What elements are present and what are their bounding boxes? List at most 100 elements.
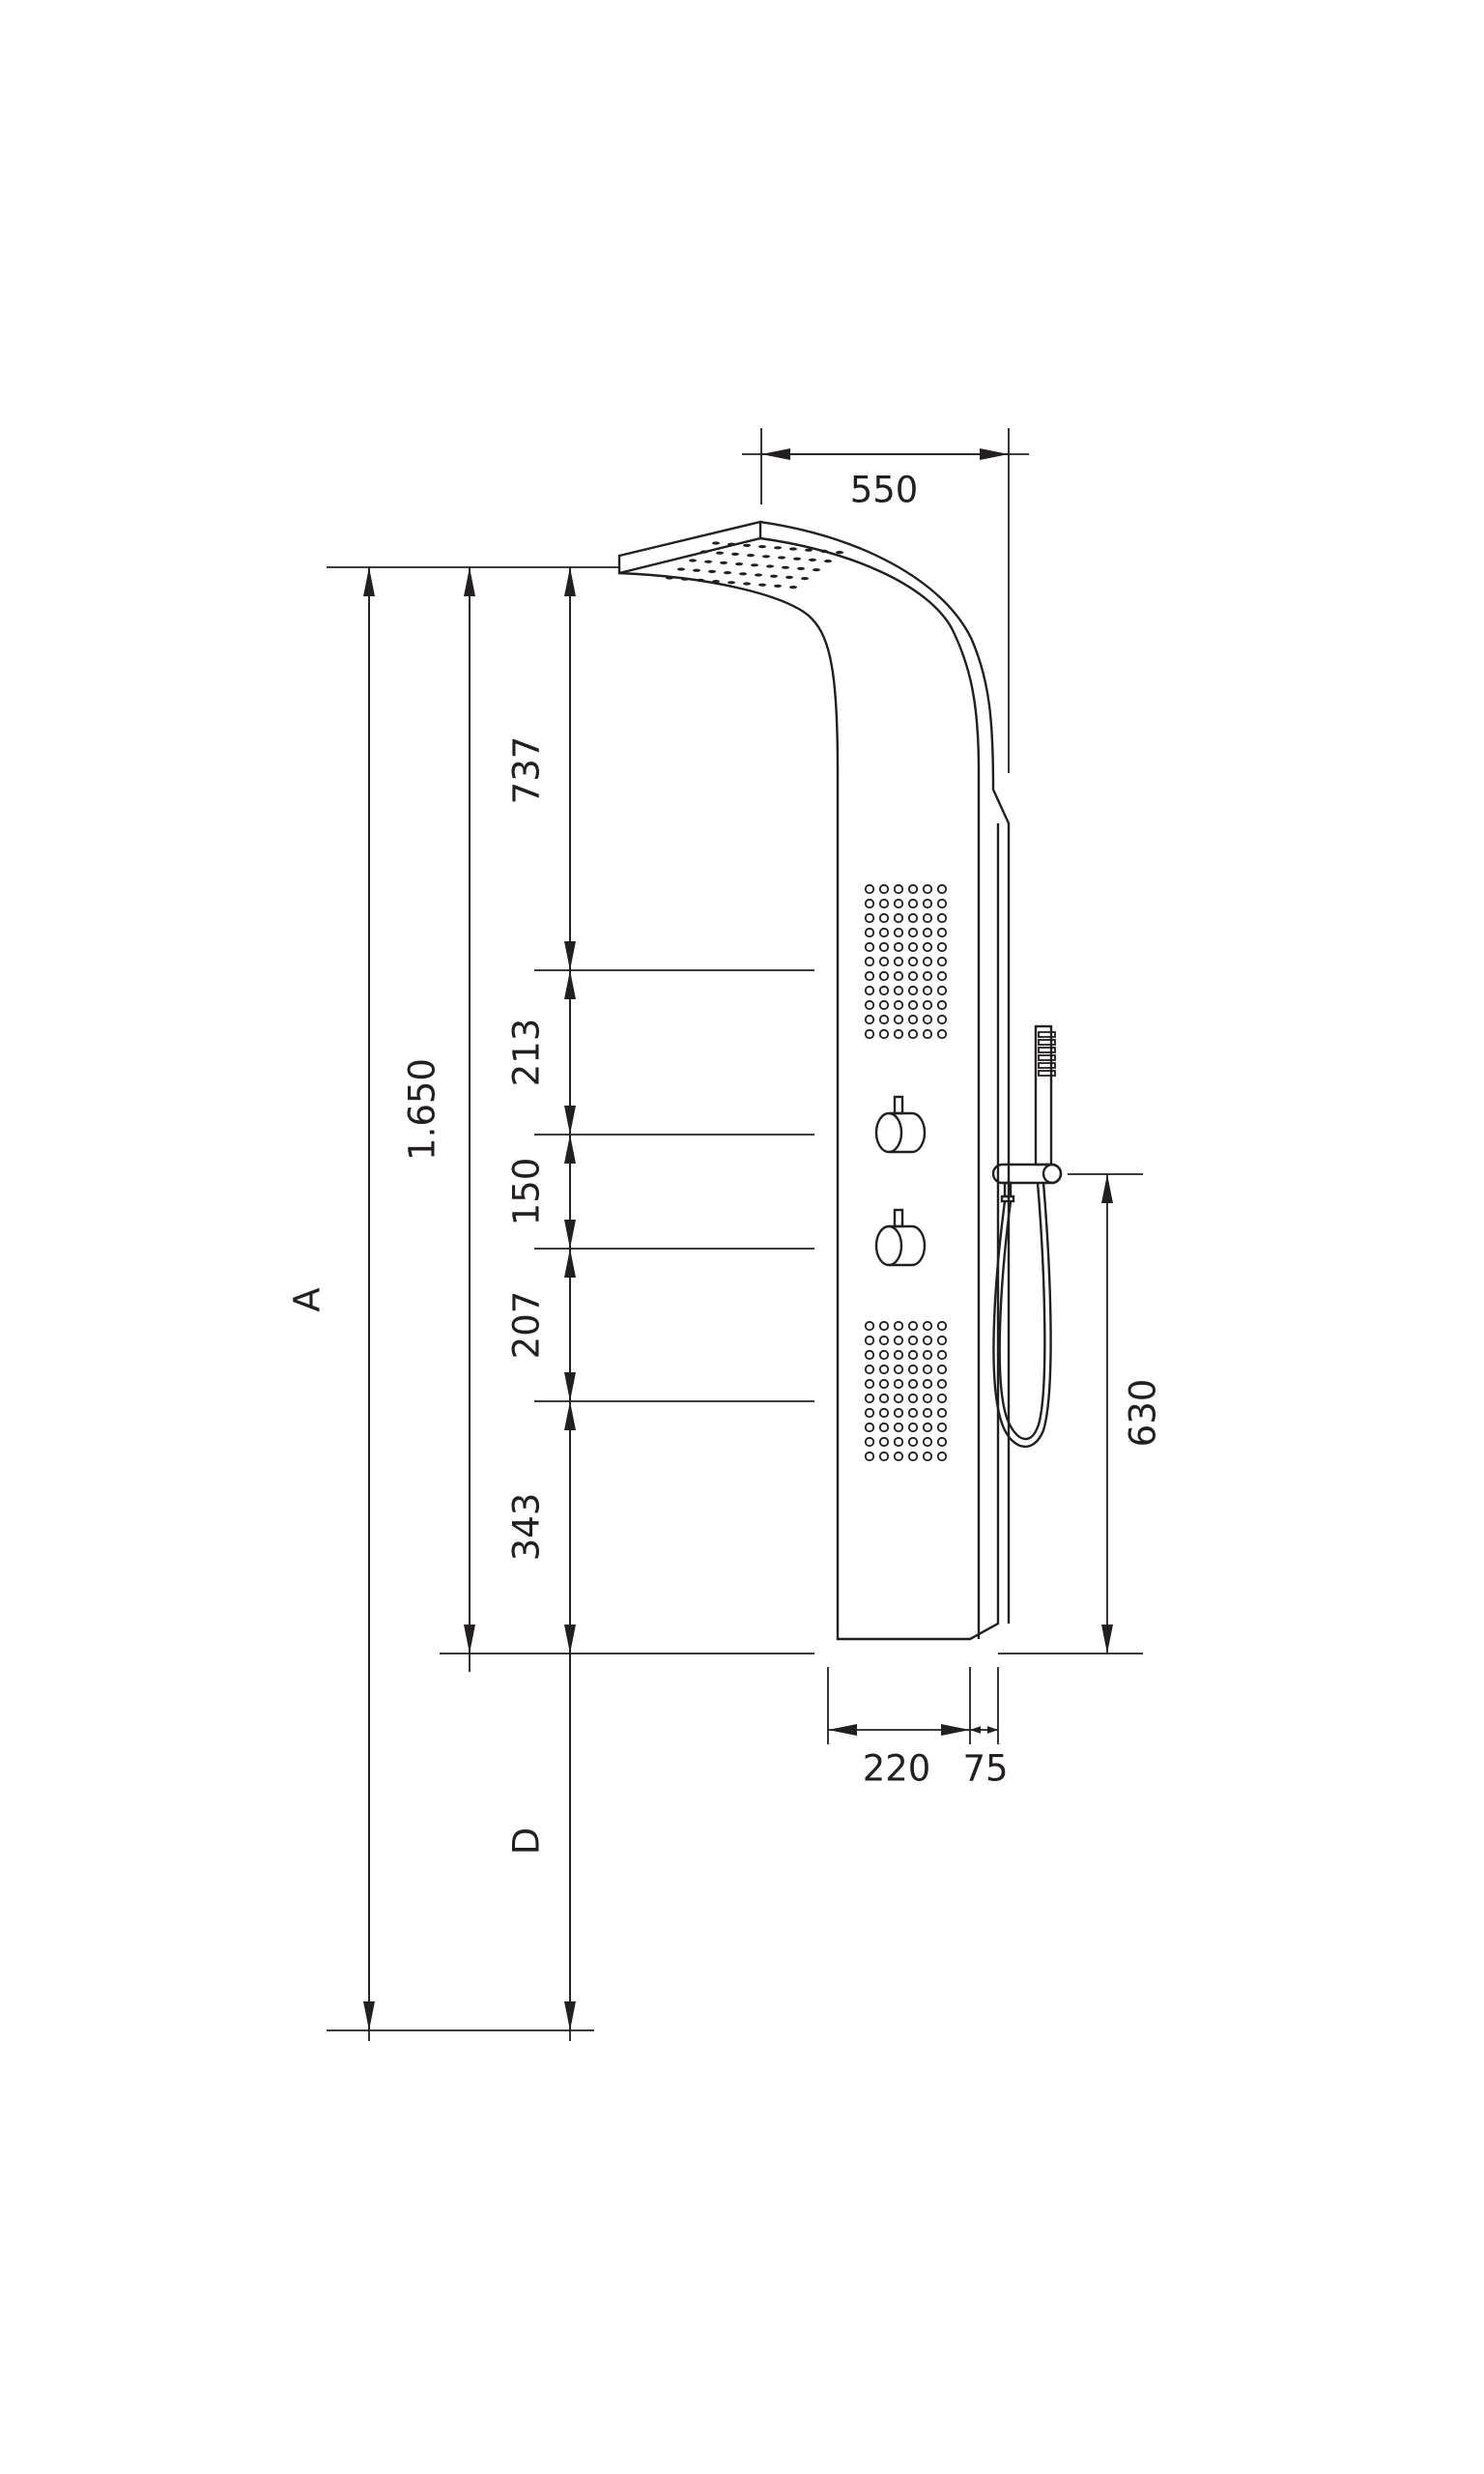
jet-nozzle <box>922 898 933 909</box>
jet-nozzle <box>922 1364 933 1375</box>
jet-nozzle <box>878 1422 890 1433</box>
jet-nozzle <box>922 999 933 1011</box>
overhead-nozzle <box>731 552 739 557</box>
jet-nozzle <box>893 1335 904 1346</box>
jet-nozzle <box>922 1335 933 1346</box>
jet-nozzle <box>936 1335 948 1346</box>
jet-nozzle <box>907 912 919 924</box>
overhead-nozzle <box>789 586 797 590</box>
jet-nozzle <box>907 927 919 938</box>
jet-nozzle <box>864 1422 875 1433</box>
overhead-nozzle <box>809 558 816 562</box>
jet-nozzle <box>922 1451 933 1462</box>
dimension-left: 737 213 150 207 343 D 1.650 A <box>287 566 814 2041</box>
jet-nozzle <box>936 985 948 996</box>
jet-nozzle <box>907 999 919 1011</box>
hand-shower-rib <box>1038 1047 1056 1053</box>
jet-nozzle <box>936 898 948 909</box>
jet-nozzle <box>893 1422 904 1433</box>
jet-nozzle <box>922 927 933 938</box>
jet-nozzle <box>936 1349 948 1361</box>
jet-nozzle <box>922 1378 933 1390</box>
overhead-nozzle <box>793 557 801 561</box>
hand-shower-rib <box>1038 1070 1056 1077</box>
jet-nozzle <box>893 985 904 996</box>
overhead-nozzle <box>697 578 704 583</box>
jet-nozzle <box>936 1364 948 1375</box>
jet-nozzle <box>907 1393 919 1404</box>
jet-nozzle <box>864 970 875 982</box>
jet-nozzle <box>893 956 904 967</box>
overhead-nozzle <box>770 574 778 578</box>
jet-nozzle <box>922 956 933 967</box>
jet-nozzle <box>936 956 948 967</box>
overhead-nozzle <box>805 548 813 552</box>
jet-nozzle <box>922 1028 933 1040</box>
jet-nozzle <box>922 1320 933 1332</box>
dimension-label-D: D <box>506 1827 548 1856</box>
jet-nozzle <box>864 927 875 938</box>
jet-nozzle <box>922 1014 933 1025</box>
overhead-spray-nozzles <box>666 541 843 590</box>
jet-nozzle <box>936 941 948 953</box>
jet-nozzle <box>893 1320 904 1332</box>
jet-nozzle <box>907 941 919 953</box>
jet-nozzle <box>893 1014 904 1025</box>
jet-nozzle <box>878 999 890 1011</box>
jet-nozzle <box>864 941 875 953</box>
overhead-nozzle <box>766 564 774 568</box>
jet-nozzle <box>864 1364 875 1375</box>
jet-nozzle <box>893 999 904 1011</box>
overhead-nozzle <box>758 545 766 549</box>
jet-nozzle <box>878 1349 890 1361</box>
overhead-nozzle <box>677 567 685 571</box>
jet-nozzle <box>893 1364 904 1375</box>
dimension-label-220: 220 <box>863 1748 931 1790</box>
jet-nozzle <box>907 1451 919 1462</box>
dimension-label-550: 550 <box>850 470 919 511</box>
jet-nozzle <box>878 1335 890 1346</box>
jet-nozzle <box>907 1364 919 1375</box>
overhead-nozzle <box>681 577 689 581</box>
overhead-nozzle <box>774 584 782 589</box>
jet-nozzle <box>878 1393 890 1404</box>
jet-nozzle <box>864 985 875 996</box>
jet-nozzle <box>878 1378 890 1390</box>
overhead-nozzle <box>758 583 766 587</box>
overhead-nozzle <box>666 576 673 580</box>
hand-shower-rib <box>1038 1054 1056 1061</box>
jet-nozzle <box>936 999 948 1011</box>
overhead-nozzle <box>774 546 782 550</box>
overhead-nozzle <box>813 568 820 572</box>
jet-nozzle <box>893 927 904 938</box>
jet-nozzle <box>936 1422 948 1433</box>
jet-nozzle <box>864 883 875 895</box>
jet-nozzle <box>864 956 875 967</box>
dimension-label-A: A <box>287 1287 328 1311</box>
jet-nozzle <box>936 912 948 924</box>
jet-nozzle <box>936 1014 948 1025</box>
jet-nozzle <box>878 1364 890 1375</box>
jet-nozzle <box>936 1028 948 1040</box>
overhead-nozzle <box>789 547 797 551</box>
overhead-nozzle <box>728 581 735 585</box>
jet-nozzle <box>893 1393 904 1404</box>
hand-shower <box>991 1024 1063 1449</box>
jet-nozzle <box>907 1407 919 1419</box>
jet-nozzle <box>893 898 904 909</box>
jet-nozzle <box>907 1014 919 1025</box>
jet-nozzle <box>878 985 890 996</box>
jet-nozzle <box>864 912 875 924</box>
overhead-nozzle <box>820 549 828 554</box>
jet-nozzle <box>893 883 904 895</box>
hand-shower-rib <box>1038 1039 1056 1046</box>
body-jets-upper <box>864 883 948 1040</box>
jet-nozzle <box>922 1407 933 1419</box>
overhead-nozzle <box>782 565 789 569</box>
dimension-top-width: 550 <box>742 428 1029 773</box>
jet-nozzle <box>864 1349 875 1361</box>
jet-nozzle <box>893 912 904 924</box>
jet-nozzle <box>864 1451 875 1462</box>
jet-nozzle <box>936 1378 948 1390</box>
